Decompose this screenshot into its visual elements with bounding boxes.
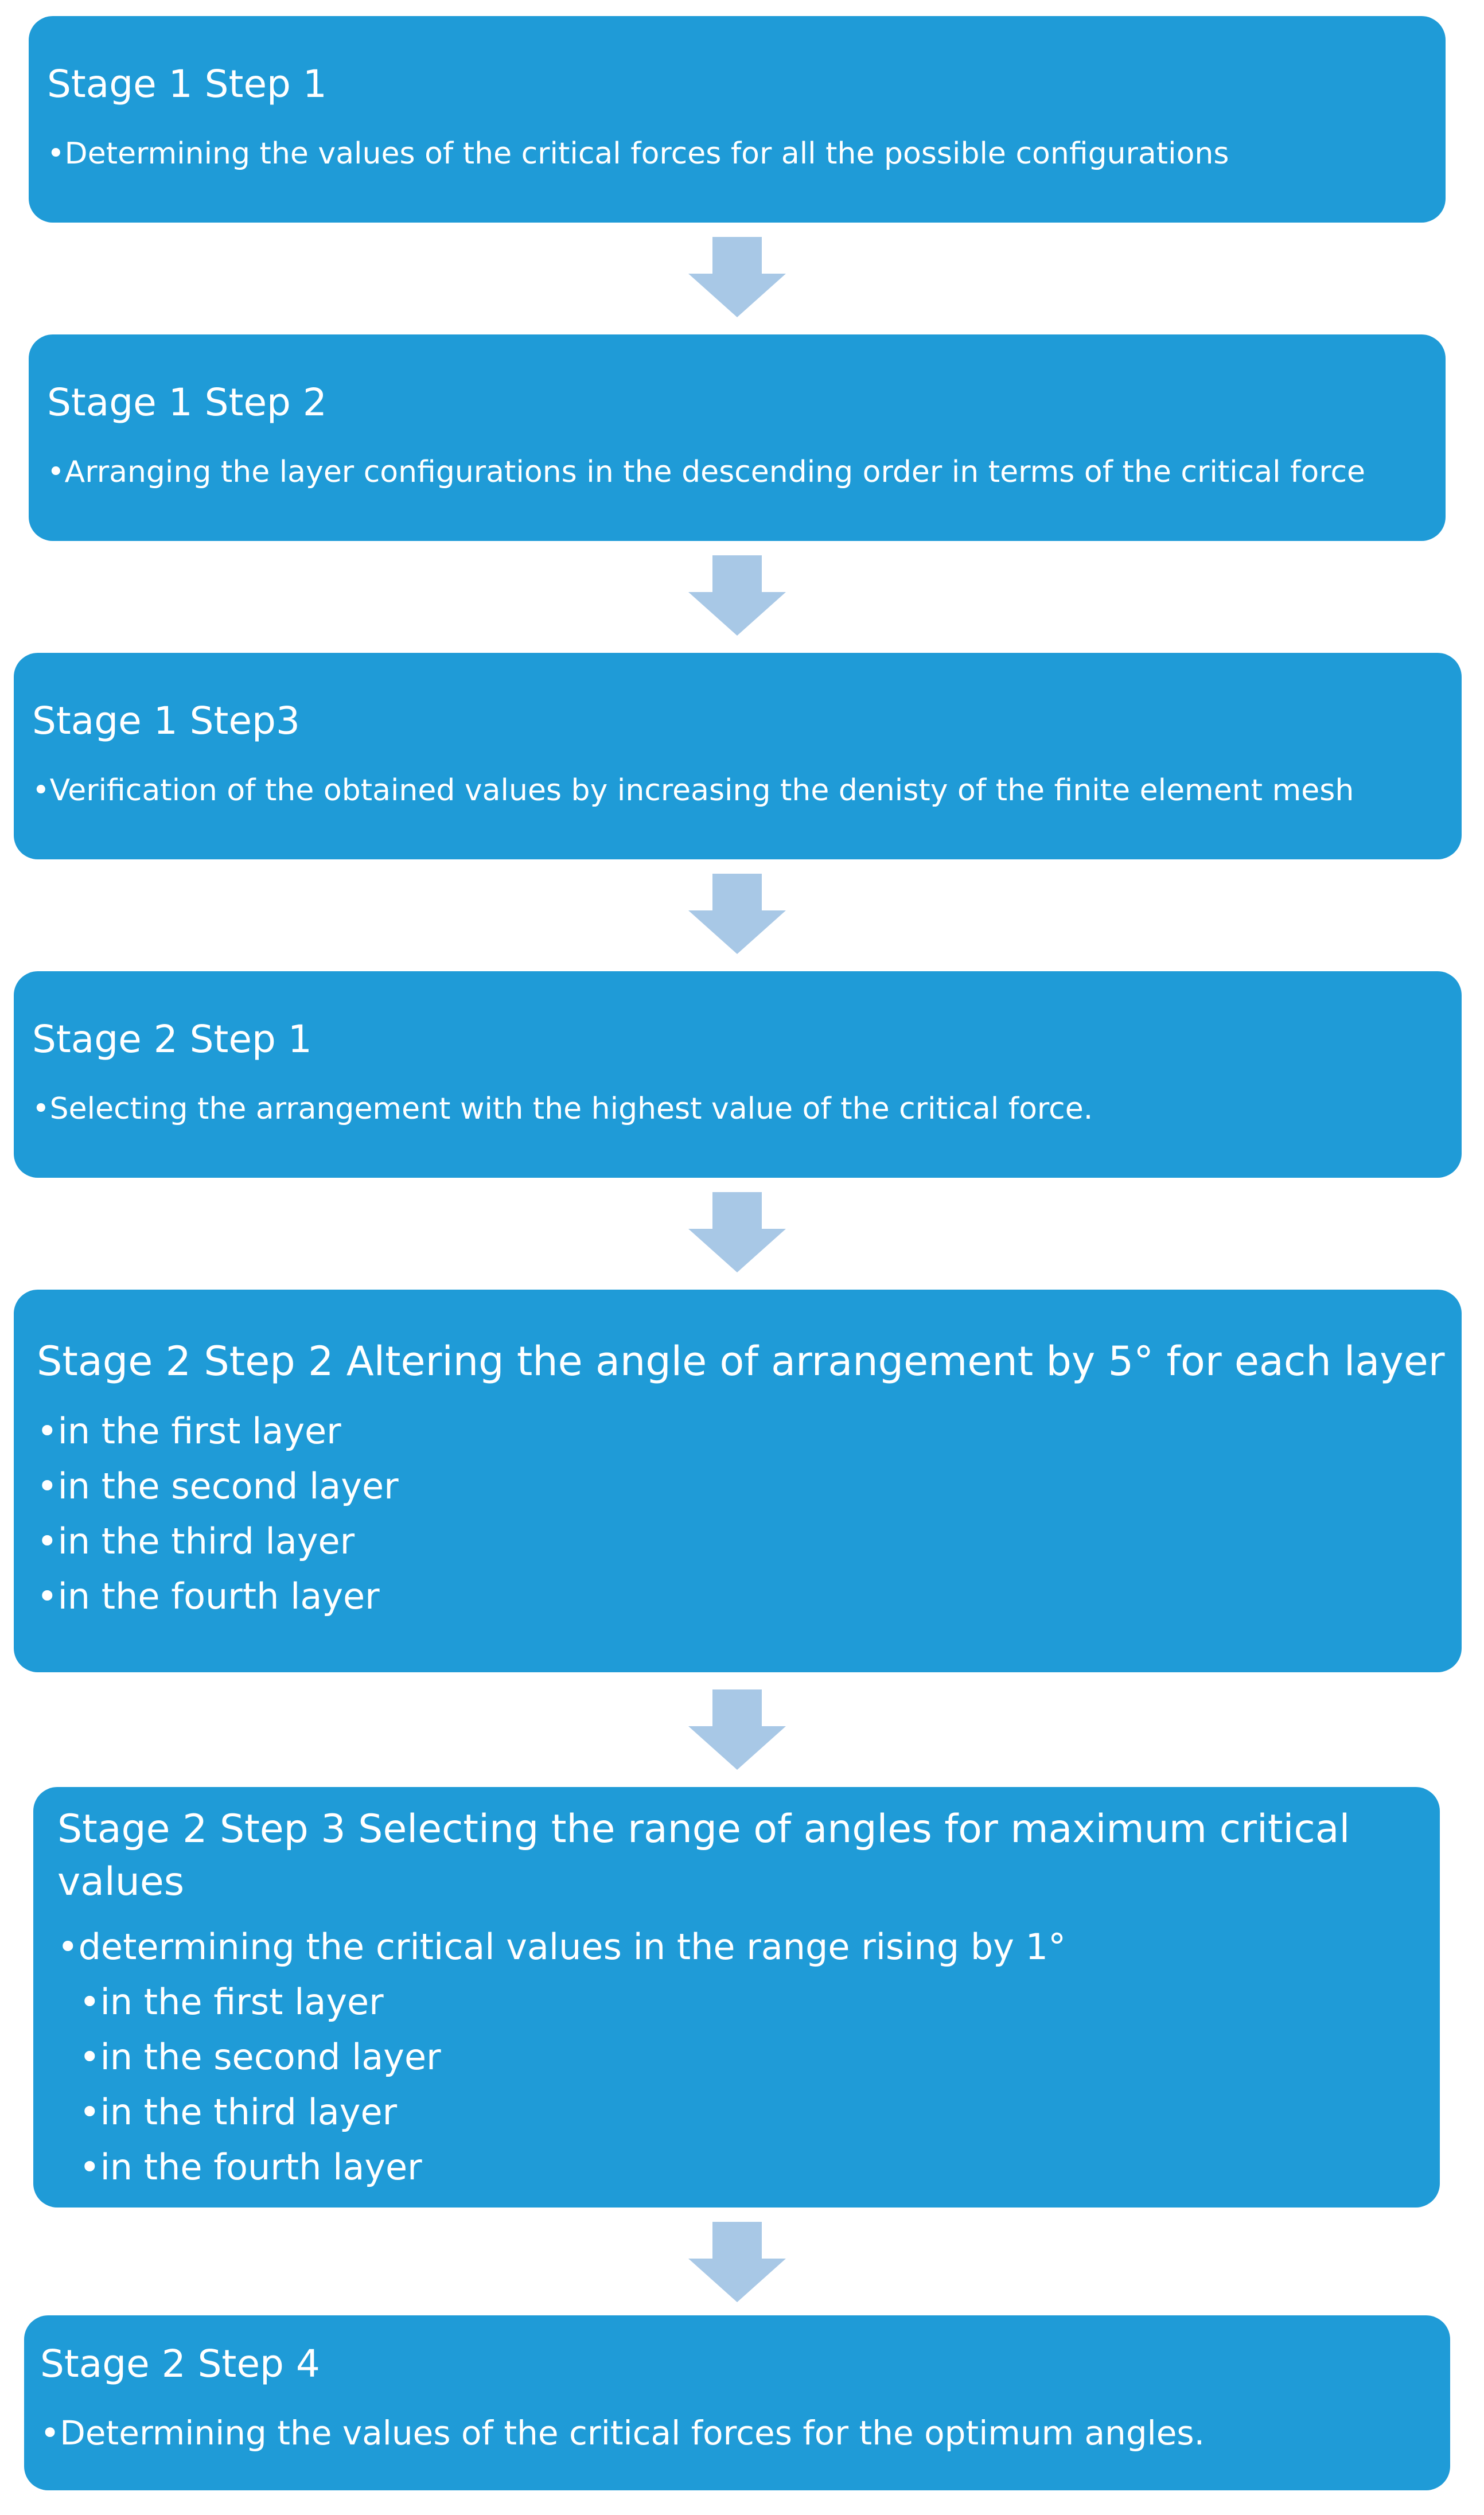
step-box-stage1-step1: Stage 1 Step 1 •Determining the values o… — [29, 16, 1446, 223]
step-bullet: •in the first layer — [37, 1410, 341, 1452]
step-title: Stage 2 Step 2 Altering the angle of arr… — [37, 1338, 1445, 1385]
down-arrow-icon — [688, 555, 786, 636]
step-bullet: •in the third layer — [79, 2091, 398, 2133]
step-box-stage1-step2: Stage 1 Step 2 •Arranging the layer conf… — [29, 334, 1446, 541]
step-box-stage1-step3: Stage 1 Step3 •Verification of the obtai… — [14, 653, 1462, 859]
step-box-stage2-step3: Stage 2 Step 3 Selecting the range of an… — [33, 1787, 1440, 2208]
step-bullet: •in the fourth layer — [37, 1575, 380, 1617]
down-arrow-icon — [688, 237, 786, 317]
step-title: Stage 1 Step 1 — [47, 62, 327, 106]
step-bullet: •Determining the values of the critical … — [40, 2413, 1205, 2452]
step-bullet: •Determining the values of the critical … — [47, 137, 1229, 171]
step-bullet: •in the second layer — [79, 2036, 441, 2078]
step-bullet: •in the second layer — [37, 1465, 399, 1507]
step-box-stage2-step1: Stage 2 Step 1 •Selecting the arrangemen… — [14, 971, 1462, 1178]
step-bullet: •in the first layer — [79, 1981, 384, 2023]
step-box-stage2-step2: Stage 2 Step 2 Altering the angle of arr… — [14, 1290, 1462, 1672]
step-title: Stage 2 Step 1 — [32, 1017, 312, 1061]
step-bullet: •Verification of the obtained values by … — [32, 773, 1354, 808]
down-arrow-icon — [688, 1689, 786, 1770]
step-bullet: •in the fourth layer — [79, 2146, 422, 2188]
down-arrow-icon — [688, 2222, 786, 2302]
step-bullet: •in the third layer — [37, 1520, 355, 1562]
step-title: Stage 1 Step3 — [32, 699, 300, 743]
down-arrow-icon — [688, 1192, 786, 1272]
step-bullet: •determining the critical values in the … — [57, 1926, 1066, 1968]
step-title: Stage 1 Step 2 — [47, 380, 327, 425]
step-bullet: •Arranging the layer configurations in t… — [47, 455, 1366, 489]
step-title: Stage 2 Step 4 — [40, 2342, 320, 2386]
step-title: Stage 2 Step 3 Selecting the range of an… — [57, 1807, 1350, 1905]
step-box-stage2-step4: Stage 2 Step 4 •Determining the values o… — [24, 2315, 1450, 2490]
down-arrow-icon — [688, 874, 786, 954]
step-bullet: •Selecting the arrangement with the high… — [32, 1092, 1093, 1126]
